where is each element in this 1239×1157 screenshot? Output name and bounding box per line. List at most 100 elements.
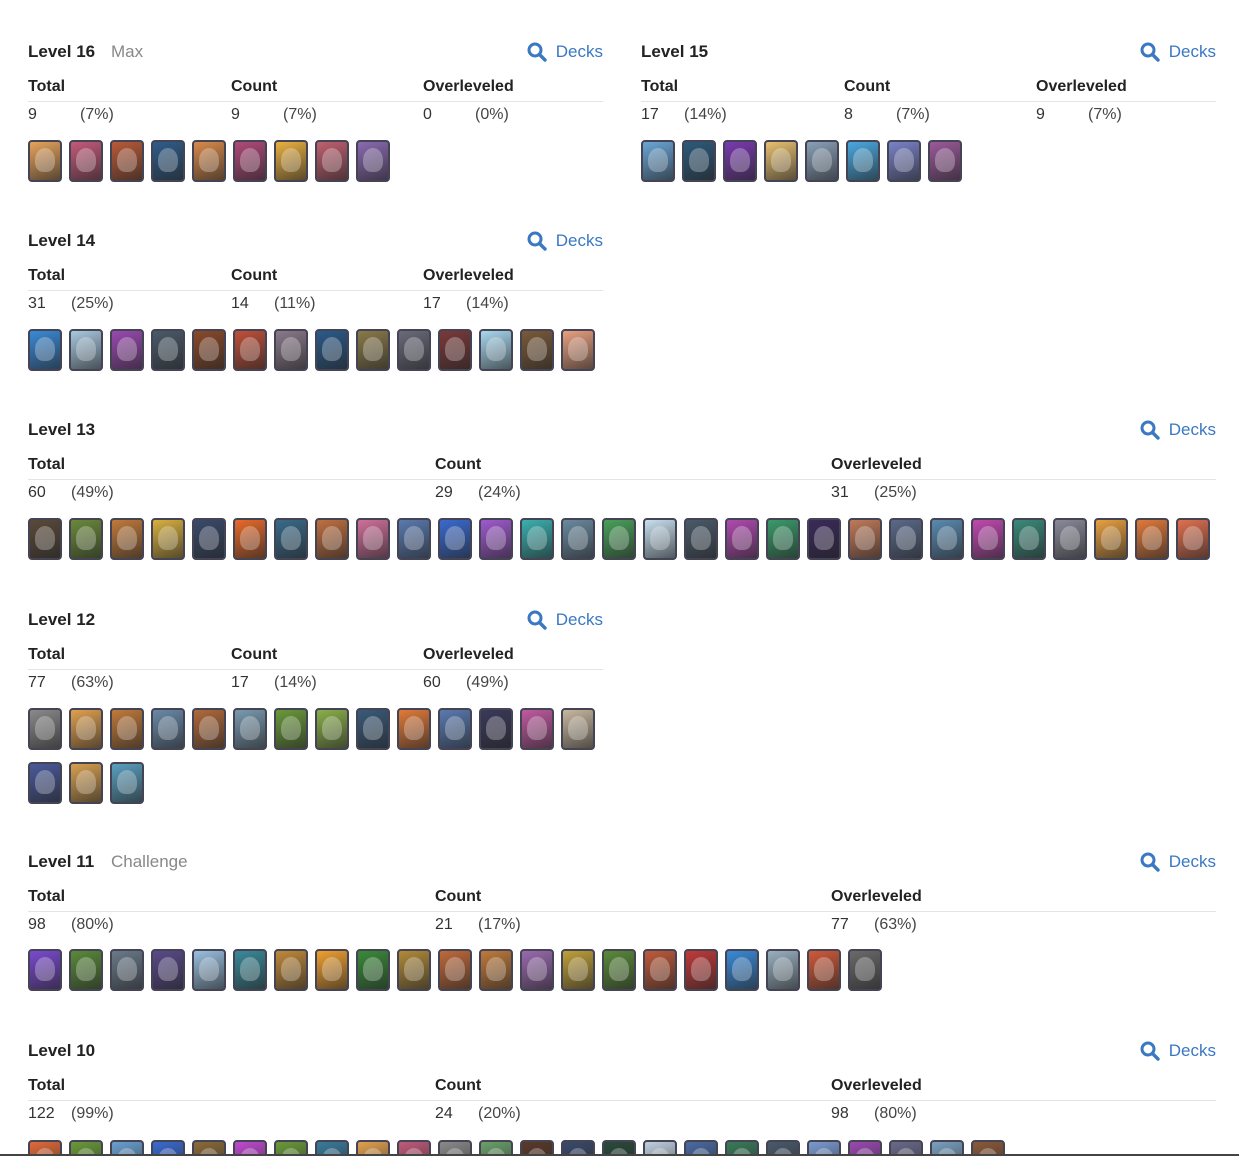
card-icon[interactable] xyxy=(807,518,841,560)
card-icon[interactable] xyxy=(602,518,636,560)
card-icon[interactable] xyxy=(397,708,431,750)
decks-link[interactable]: Decks xyxy=(1140,851,1216,873)
card-icon[interactable] xyxy=(233,708,267,750)
decks-link[interactable]: Decks xyxy=(527,609,603,631)
card-icon[interactable] xyxy=(684,949,718,991)
card-icon[interactable] xyxy=(848,949,882,991)
card-icon[interactable] xyxy=(192,949,226,991)
card-icon[interactable] xyxy=(69,518,103,560)
card-icon[interactable] xyxy=(725,1140,759,1154)
card-icon[interactable] xyxy=(438,708,472,750)
card-icon[interactable] xyxy=(479,708,513,750)
card-icon[interactable] xyxy=(356,140,390,182)
card-icon[interactable] xyxy=(315,708,349,750)
card-icon[interactable] xyxy=(805,140,839,182)
card-icon[interactable] xyxy=(274,1140,308,1154)
card-icon[interactable] xyxy=(110,140,144,182)
card-icon[interactable] xyxy=(438,949,472,991)
card-icon[interactable] xyxy=(1135,518,1169,560)
card-icon[interactable] xyxy=(274,518,308,560)
card-icon[interactable] xyxy=(69,329,103,371)
card-icon[interactable] xyxy=(479,1140,513,1154)
card-icon[interactable] xyxy=(192,1140,226,1154)
card-icon[interactable] xyxy=(233,518,267,560)
card-icon[interactable] xyxy=(848,1140,882,1154)
card-icon[interactable] xyxy=(233,949,267,991)
card-icon[interactable] xyxy=(110,762,144,804)
card-icon[interactable] xyxy=(684,518,718,560)
card-icon[interactable] xyxy=(151,518,185,560)
card-icon[interactable] xyxy=(971,1140,1005,1154)
card-icon[interactable] xyxy=(1176,518,1210,560)
card-icon[interactable] xyxy=(520,949,554,991)
decks-link[interactable]: Decks xyxy=(527,230,603,252)
card-icon[interactable] xyxy=(520,1140,554,1154)
card-icon[interactable] xyxy=(110,518,144,560)
card-icon[interactable] xyxy=(889,1140,923,1154)
card-icon[interactable] xyxy=(764,140,798,182)
card-icon[interactable] xyxy=(889,518,923,560)
card-icon[interactable] xyxy=(930,518,964,560)
card-icon[interactable] xyxy=(520,518,554,560)
card-icon[interactable] xyxy=(602,949,636,991)
card-icon[interactable] xyxy=(110,329,144,371)
decks-link[interactable]: Decks xyxy=(1140,419,1216,441)
card-icon[interactable] xyxy=(233,329,267,371)
decks-link[interactable]: Decks xyxy=(1140,1040,1216,1062)
card-icon[interactable] xyxy=(520,329,554,371)
card-icon[interactable] xyxy=(151,1140,185,1154)
card-icon[interactable] xyxy=(807,1140,841,1154)
card-icon[interactable] xyxy=(69,949,103,991)
card-icon[interactable] xyxy=(479,518,513,560)
card-icon[interactable] xyxy=(28,140,62,182)
card-icon[interactable] xyxy=(274,949,308,991)
card-icon[interactable] xyxy=(274,708,308,750)
card-icon[interactable] xyxy=(725,518,759,560)
card-icon[interactable] xyxy=(315,518,349,560)
card-icon[interactable] xyxy=(1012,518,1046,560)
decks-link[interactable]: Decks xyxy=(527,41,603,63)
card-icon[interactable] xyxy=(1053,518,1087,560)
card-icon[interactable] xyxy=(561,329,595,371)
card-icon[interactable] xyxy=(233,1140,267,1154)
card-icon[interactable] xyxy=(28,1140,62,1154)
card-icon[interactable] xyxy=(397,1140,431,1154)
card-icon[interactable] xyxy=(274,329,308,371)
card-icon[interactable] xyxy=(315,329,349,371)
card-icon[interactable] xyxy=(356,1140,390,1154)
card-icon[interactable] xyxy=(192,140,226,182)
card-icon[interactable] xyxy=(807,949,841,991)
card-icon[interactable] xyxy=(928,140,962,182)
card-icon[interactable] xyxy=(69,140,103,182)
card-icon[interactable] xyxy=(725,949,759,991)
card-icon[interactable] xyxy=(315,140,349,182)
card-icon[interactable] xyxy=(151,140,185,182)
card-icon[interactable] xyxy=(643,949,677,991)
card-icon[interactable] xyxy=(151,708,185,750)
card-icon[interactable] xyxy=(192,518,226,560)
card-icon[interactable] xyxy=(397,518,431,560)
card-icon[interactable] xyxy=(479,329,513,371)
card-icon[interactable] xyxy=(641,140,675,182)
card-icon[interactable] xyxy=(766,949,800,991)
card-icon[interactable] xyxy=(520,708,554,750)
card-icon[interactable] xyxy=(356,518,390,560)
card-icon[interactable] xyxy=(28,518,62,560)
card-icon[interactable] xyxy=(315,949,349,991)
decks-link[interactable]: Decks xyxy=(1140,41,1216,63)
card-icon[interactable] xyxy=(561,708,595,750)
card-icon[interactable] xyxy=(28,708,62,750)
card-icon[interactable] xyxy=(684,1140,718,1154)
card-icon[interactable] xyxy=(887,140,921,182)
card-icon[interactable] xyxy=(930,1140,964,1154)
card-icon[interactable] xyxy=(643,518,677,560)
card-icon[interactable] xyxy=(971,518,1005,560)
card-icon[interactable] xyxy=(848,518,882,560)
card-icon[interactable] xyxy=(602,1140,636,1154)
card-icon[interactable] xyxy=(356,329,390,371)
card-icon[interactable] xyxy=(438,518,472,560)
card-icon[interactable] xyxy=(766,1140,800,1154)
card-icon[interactable] xyxy=(28,949,62,991)
card-icon[interactable] xyxy=(274,140,308,182)
card-icon[interactable] xyxy=(723,140,757,182)
